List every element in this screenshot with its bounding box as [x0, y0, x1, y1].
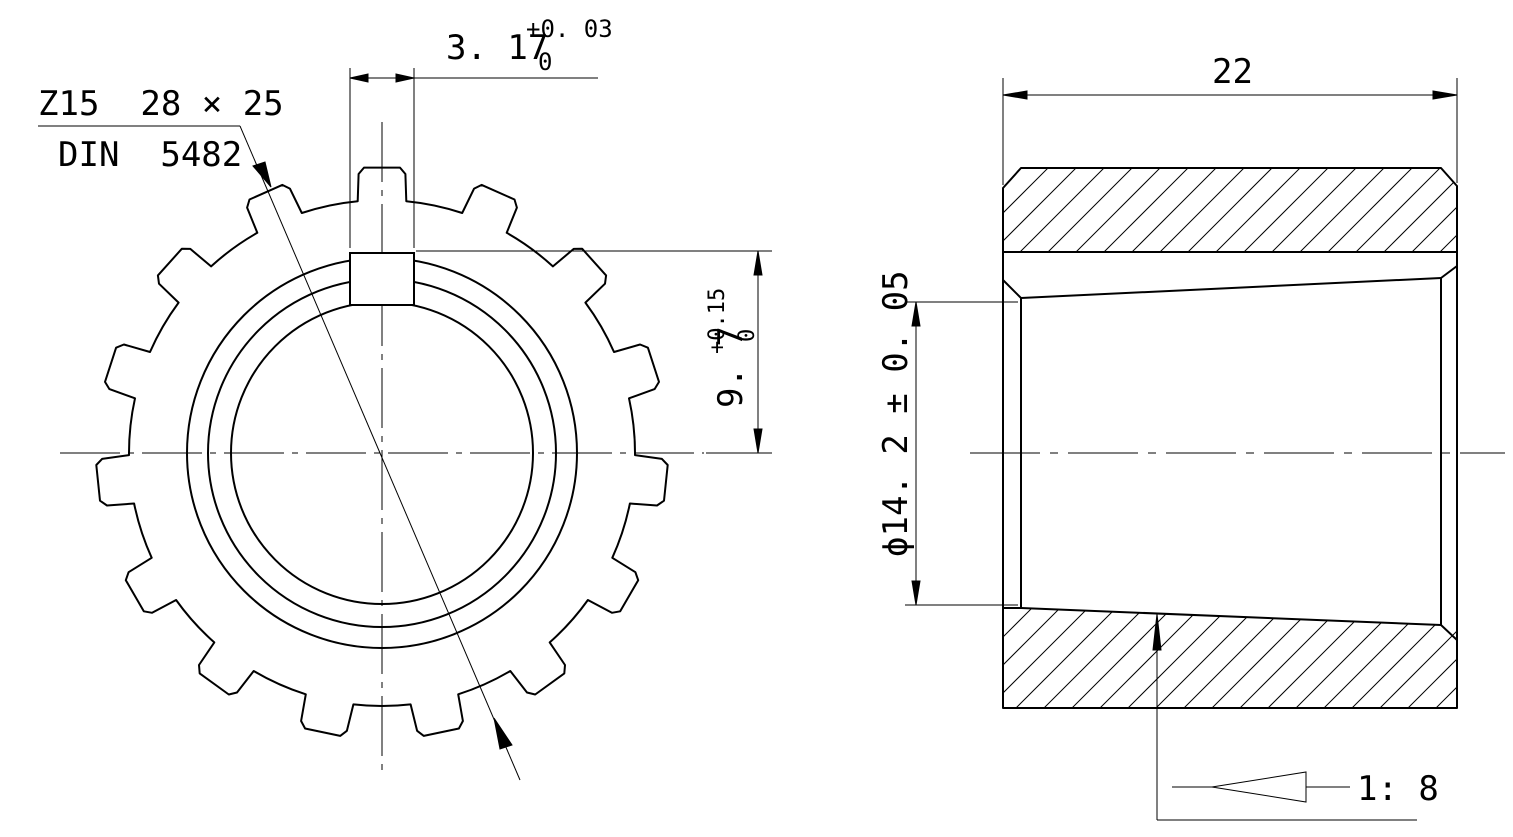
- keyway-width-nominal: 3. 17: [446, 28, 548, 68]
- hatch-line: [1375, 608, 1457, 708]
- spline-spec-line2: DIN 5482: [58, 135, 242, 175]
- hatch-line: [1123, 168, 1225, 252]
- front-view: 3. 17 +0. 03 0 9. 7 +0.15 0 Z15 28 × 25 …: [38, 15, 772, 781]
- bore-diameter-value: ϕ14. 2 ± 0. 05: [876, 270, 916, 557]
- hatch-line: [1123, 608, 1237, 708]
- hatch-line: [1011, 168, 1113, 252]
- hatch-line: [1095, 168, 1197, 252]
- hatch-line: [1263, 168, 1365, 252]
- hatch-line: [1207, 168, 1309, 252]
- keyway-width-upper-tolerance: +0. 03: [526, 15, 613, 43]
- hatch-line: [1003, 608, 1097, 708]
- hatch-line: [1003, 608, 1069, 708]
- hatch-line: [1011, 608, 1125, 708]
- hatch-line: [1003, 608, 1013, 708]
- hatch-line: [1039, 608, 1153, 708]
- hatch-line: [1235, 168, 1337, 252]
- spline-spec-line1: Z15 28 × 25: [38, 84, 284, 124]
- hatch-line: [1375, 168, 1457, 252]
- hatch-line: [1319, 168, 1421, 252]
- keyway-depth-upper-tolerance: +0.15: [705, 288, 730, 354]
- hatch-line: [1067, 168, 1169, 252]
- bore-diameter-dimension: [905, 301, 1018, 606]
- keyway-width-lower-tolerance: 0: [538, 48, 552, 76]
- hatch-line: [1095, 608, 1209, 708]
- hatch-line: [1347, 608, 1457, 708]
- hatch-line: [1003, 168, 1029, 252]
- hatch-line: [1460, 600, 1513, 712]
- hatch-line: [1488, 600, 1513, 712]
- hatch-line: [1179, 168, 1281, 252]
- hatch-line: [1431, 608, 1457, 708]
- hatch-line: [1003, 608, 1041, 708]
- hatch-line: [1431, 168, 1457, 252]
- hatch-line: [1067, 608, 1181, 708]
- section-hatching-bottom: [1003, 600, 1513, 712]
- hatch-line: [1003, 168, 1085, 252]
- hatch-line: [1291, 168, 1393, 252]
- taper-value: 1: 8: [1357, 769, 1439, 809]
- keyway-depth-nominal: 9. 7: [711, 326, 751, 408]
- hatch-line: [1151, 608, 1265, 708]
- hatch-line: [1151, 168, 1253, 252]
- hatch-line: [1403, 608, 1457, 708]
- keyway-width-dimension: [349, 68, 598, 248]
- keyway: [349, 252, 415, 306]
- hatch-line: [1347, 168, 1449, 252]
- hatch-line: [1319, 608, 1433, 708]
- hatch-line: [1039, 168, 1141, 252]
- taper-leader: [1152, 613, 1417, 821]
- keyway-depth-lower-tolerance: 0: [735, 329, 760, 342]
- spline-tooth-profile: [95, 166, 669, 737]
- section-hatching-top: [900, 160, 1513, 260]
- hatch-line: [900, 160, 1000, 260]
- spline-spec-leader: [38, 125, 521, 781]
- section-view: 22 ϕ14. 2 ± 0. 05 1: 8: [876, 52, 1513, 821]
- hatch-line: [1263, 608, 1377, 708]
- hatch-line: [1003, 168, 1057, 252]
- length-dimension: [1002, 78, 1458, 185]
- hatch-line: [1403, 168, 1457, 252]
- hatch-line: [1488, 160, 1513, 260]
- length-value: 22: [1212, 52, 1253, 92]
- keyway-depth-dimension: [416, 250, 772, 454]
- hatch-line: [1460, 160, 1513, 260]
- section-outline: [1002, 167, 1458, 709]
- hatch-line: [1291, 608, 1405, 708]
- front-view-centerlines: [60, 122, 704, 776]
